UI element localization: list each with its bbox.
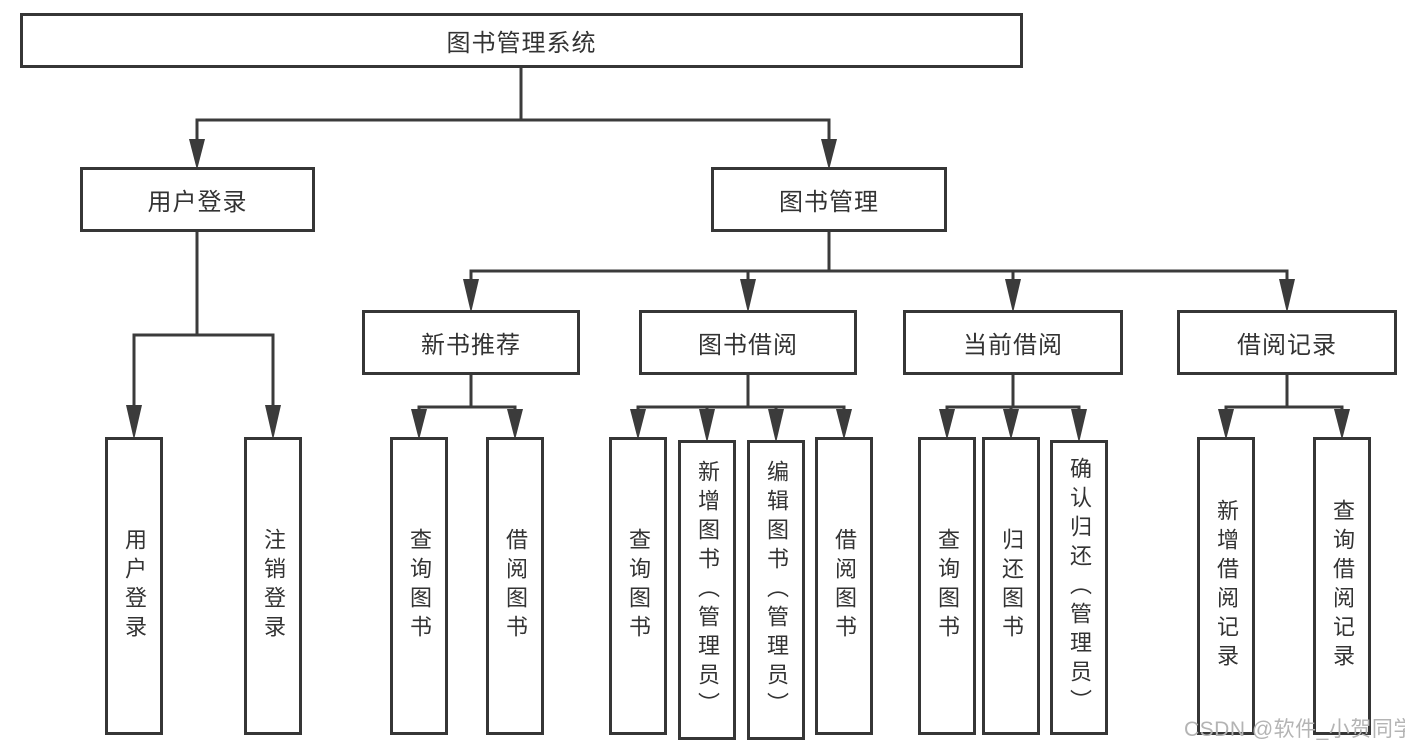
node-user-login: 用户登录 bbox=[80, 167, 315, 232]
leaf-add-book-label: 新增图书（管理员） bbox=[695, 459, 720, 721]
node-borrow-record-label: 借阅记录 bbox=[1237, 332, 1337, 359]
leaf-edit-book: 编辑图书（管理员） bbox=[747, 440, 805, 740]
node-book-borrow: 图书借阅 bbox=[639, 310, 857, 375]
leaf-logout: 注销登录 bbox=[244, 437, 302, 735]
leaf-query-book-current-label: 查询图书 bbox=[935, 528, 960, 644]
node-book-borrow-label: 图书借阅 bbox=[698, 332, 798, 359]
node-current-borrow-label: 当前借阅 bbox=[963, 332, 1063, 359]
leaf-user-login-label: 用户登录 bbox=[122, 528, 147, 644]
leaf-add-book: 新增图书（管理员） bbox=[678, 440, 736, 740]
leaf-confirm-return-label: 确认归还（管理员） bbox=[1067, 457, 1092, 718]
edge-book-borrow-to-leaves bbox=[630, 373, 852, 443]
leaf-confirm-return: 确认归还（管理员） bbox=[1050, 440, 1108, 735]
edge-current-borrow-to-leaves bbox=[939, 373, 1087, 443]
leaf-edit-book-label: 编辑图书（管理员） bbox=[764, 459, 789, 721]
edge-root-to-level2 bbox=[189, 66, 837, 170]
leaf-return-book-label: 归还图书 bbox=[999, 528, 1024, 644]
leaf-query-book-borrow: 查询图书 bbox=[609, 437, 667, 735]
leaf-query-book-borrow-label: 查询图书 bbox=[626, 528, 651, 644]
leaf-add-record: 新增借阅记录 bbox=[1197, 437, 1255, 735]
node-new-book-rec-label: 新书推荐 bbox=[421, 332, 521, 359]
edge-user-login-to-leaves bbox=[126, 230, 281, 440]
edge-borrow-record-to-leaves bbox=[1218, 373, 1350, 440]
leaf-user-login: 用户登录 bbox=[105, 437, 163, 735]
edge-book-mgmt-to-level3 bbox=[463, 230, 1295, 313]
node-user-login-label: 用户登录 bbox=[147, 189, 248, 216]
leaf-query-book-rec: 查询图书 bbox=[390, 437, 448, 735]
leaf-query-book-rec-label: 查询图书 bbox=[407, 528, 432, 644]
csdn-watermark: CSDN @软件_小贺同学 bbox=[1184, 718, 1405, 741]
leaf-query-book-current: 查询图书 bbox=[918, 437, 976, 735]
leaf-return-book: 归还图书 bbox=[982, 437, 1040, 735]
leaf-borrow-book-rec-label: 借阅图书 bbox=[503, 528, 528, 644]
leaf-add-record-label: 新增借阅记录 bbox=[1214, 499, 1239, 673]
leaf-logout-label: 注销登录 bbox=[261, 528, 286, 644]
node-current-borrow: 当前借阅 bbox=[903, 310, 1123, 375]
leaf-query-record: 查询借阅记录 bbox=[1313, 437, 1371, 735]
node-borrow-record: 借阅记录 bbox=[1177, 310, 1397, 375]
node-root: 图书管理系统 bbox=[20, 13, 1023, 68]
node-book-mgmt: 图书管理 bbox=[711, 167, 947, 232]
node-root-label: 图书管理系统 bbox=[446, 30, 597, 57]
node-new-book-rec: 新书推荐 bbox=[362, 310, 580, 375]
leaf-borrow-book-borrow: 借阅图书 bbox=[815, 437, 873, 735]
node-book-mgmt-label: 图书管理 bbox=[779, 189, 879, 216]
leaf-borrow-book-borrow-label: 借阅图书 bbox=[832, 528, 857, 644]
leaf-query-record-label: 查询借阅记录 bbox=[1330, 499, 1355, 673]
edge-new-book-rec-to-leaves bbox=[411, 373, 523, 440]
leaf-borrow-book-rec: 借阅图书 bbox=[486, 437, 544, 735]
